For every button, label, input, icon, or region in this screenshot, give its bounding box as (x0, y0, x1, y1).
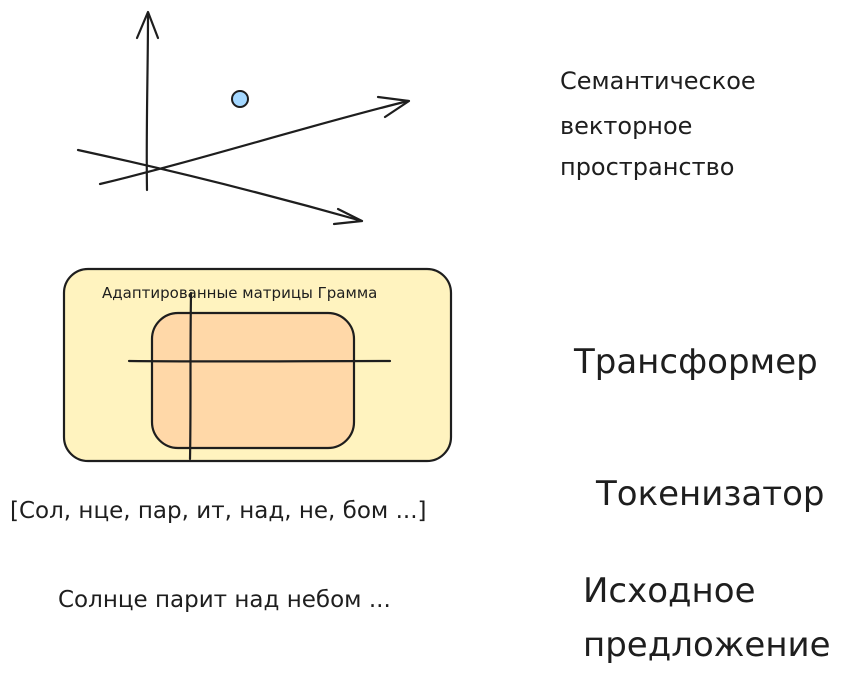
tokens-text: [Сол, нце, пар, ит, над, не, бом ...] (10, 498, 427, 524)
source-label: Исходное предложение (583, 571, 831, 665)
source-sentence: Солнце парит над небом ... (58, 587, 391, 613)
vector-space-label: Семантическое векторное пространство (560, 67, 763, 181)
transformer-label: Трансформер (573, 342, 818, 382)
transformer-inner-box (150, 311, 356, 450)
transformer-box-title: Адаптированные матрицы Грамма (102, 284, 377, 302)
upper-right-axis (98, 99, 410, 186)
upper-right-axis-arrowhead (376, 95, 411, 119)
tokenizer-label: Токенизатор (595, 474, 824, 514)
vector-space-label-line-1: Семантическое (560, 67, 756, 95)
lower-right-axis (76, 148, 364, 223)
vertical-axis (145, 12, 150, 192)
vector-space-label-line-2: векторное (560, 112, 692, 140)
source-label-line-2: предложение (583, 625, 831, 665)
vertical-axis-arrowhead (135, 10, 160, 40)
vector-space-label-line-3: пространство (560, 153, 734, 181)
transformer-vertical-line (188, 291, 193, 461)
vector-space-sketch (76, 10, 411, 226)
lower-right-axis-arrowhead (332, 207, 364, 226)
source-label-line-1: Исходное (583, 571, 756, 611)
vector-point-dot (231, 90, 249, 108)
